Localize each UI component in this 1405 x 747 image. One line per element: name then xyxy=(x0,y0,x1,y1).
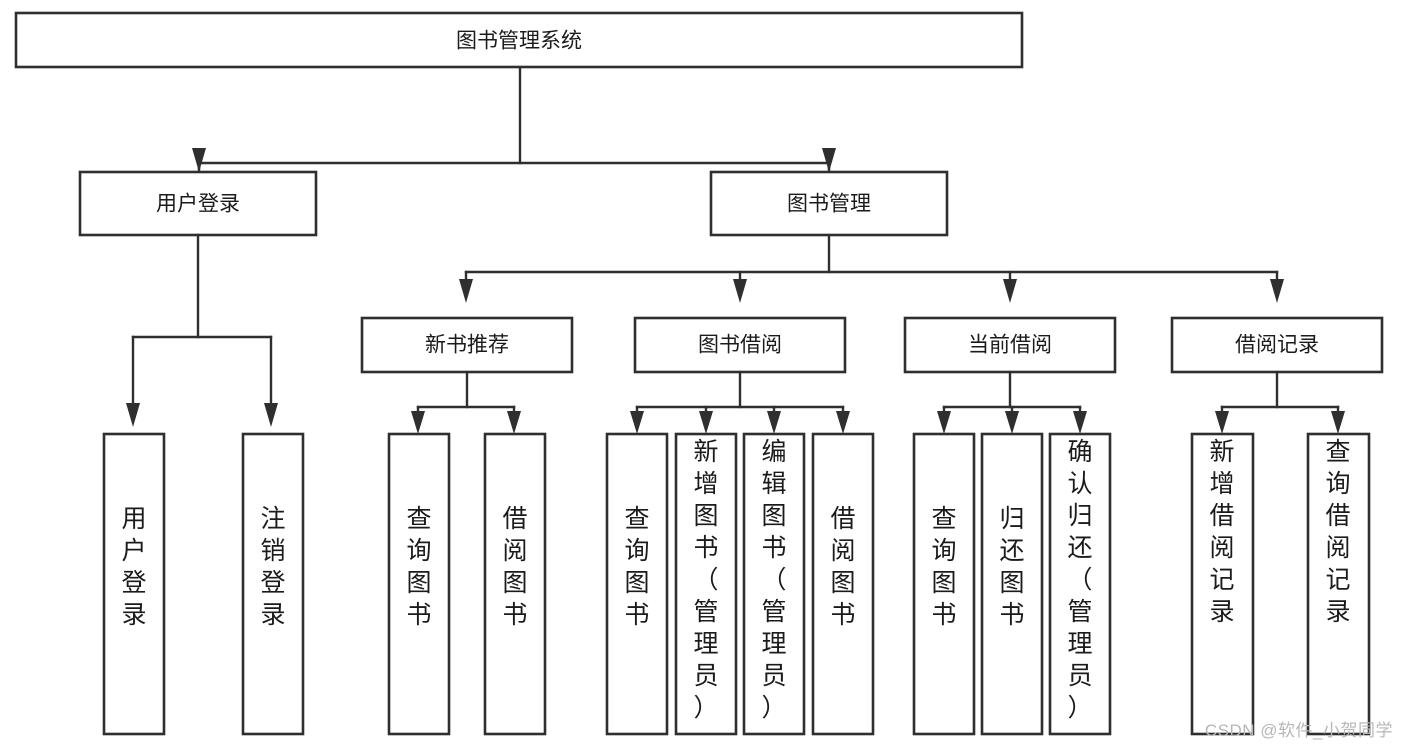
arrow-head-nb-borrow xyxy=(507,411,521,434)
leaf-bb-borrow-book-box[interactable] xyxy=(811,432,875,736)
arrow-head-borrow-record xyxy=(1270,279,1284,303)
leaf-bb-query-book-box[interactable] xyxy=(605,432,669,736)
leaf-cb-return-book-label: 归还图书 xyxy=(999,505,1024,629)
node-new-book-recommend-box[interactable] xyxy=(360,316,574,374)
leaf-bb-borrow-book-label: 借阅图书 xyxy=(830,505,855,629)
node-user-login-label: 用户登录 xyxy=(156,193,240,216)
leaf-bb-edit-book-box[interactable] xyxy=(742,432,806,736)
leaf-nb-borrow-book-box[interactable] xyxy=(483,432,547,736)
leaf-logout[interactable]: 注销登录 xyxy=(241,432,305,736)
arrow-head-cb-confirm xyxy=(1073,411,1087,434)
leaf-nb-query-book[interactable]: 查询图书 xyxy=(387,432,451,736)
node-current-borrow[interactable]: 当前借阅 xyxy=(903,316,1117,374)
arrow-head-current-borrow xyxy=(1003,279,1017,303)
arrow-head-bb-query xyxy=(630,411,644,434)
leaf-bb-add-book-label: 新增图书（管理员） xyxy=(693,438,718,722)
arrow-head-leaf-logout xyxy=(264,403,278,427)
leaf-user-login-label: 用户登录 xyxy=(121,505,146,629)
leaf-cb-confirm-return-box[interactable] xyxy=(1048,432,1112,736)
connector-group-book-management xyxy=(459,233,1284,303)
arrow-head-cb-query xyxy=(937,411,951,434)
node-root[interactable]: 图书管理系统 xyxy=(14,11,1024,69)
leaf-bb-add-book[interactable]: 新增图书（管理员） xyxy=(674,432,738,736)
leaf-nb-borrow-book-label: 借阅图书 xyxy=(502,505,527,629)
leaf-nb-borrow-book[interactable]: 借阅图书 xyxy=(483,432,547,736)
leaf-bb-query-book-label: 查询图书 xyxy=(624,505,649,629)
leaf-br-add-record[interactable]: 新增借阅记录 xyxy=(1190,432,1255,736)
csdn-watermark: CSDN @软件_小贺同学 xyxy=(1204,721,1393,740)
node-new-book-recommend-label: 新书推荐 xyxy=(425,334,509,357)
connector-group-current-borrow xyxy=(937,370,1087,434)
leaf-cb-query-book-label: 查询图书 xyxy=(931,505,956,629)
connector-group-book-borrow xyxy=(630,370,850,434)
leaf-logout-box[interactable] xyxy=(241,432,305,736)
node-book-borrow-box[interactable] xyxy=(633,316,847,374)
leaf-br-query-record[interactable]: 查询借阅记录 xyxy=(1306,432,1371,736)
node-book-management-box[interactable] xyxy=(709,170,949,237)
arrow-head-br-query xyxy=(1331,411,1345,434)
leaf-cb-query-book[interactable]: 查询图书 xyxy=(912,432,976,736)
node-new-book-recommend[interactable]: 新书推荐 xyxy=(360,316,574,374)
node-root-label: 图书管理系统 xyxy=(456,30,582,53)
leaf-cb-return-book-box[interactable] xyxy=(980,432,1044,736)
leaf-bb-edit-book-label: 编辑图书（管理员） xyxy=(761,438,786,722)
leaf-cb-confirm-return[interactable]: 确认归还（管理员） xyxy=(1048,432,1112,736)
leaf-br-query-record-label: 查询借阅记录 xyxy=(1325,438,1350,626)
node-book-management[interactable]: 图书管理 xyxy=(709,170,949,237)
node-user-login[interactable]: 用户登录 xyxy=(78,170,318,237)
connector-group-new-book-recommend xyxy=(411,370,521,434)
node-borrow-record-label: 借阅记录 xyxy=(1235,334,1319,357)
arrow-head-br-add xyxy=(1215,411,1229,434)
leaf-logout-label: 注销登录 xyxy=(260,505,285,629)
connector-group-borrow-record xyxy=(1215,370,1345,434)
leaf-user-login-box[interactable] xyxy=(102,432,166,736)
leaf-cb-return-book[interactable]: 归还图书 xyxy=(980,432,1044,736)
node-current-borrow-label: 当前借阅 xyxy=(968,334,1052,357)
arrow-head-bb-edit xyxy=(767,411,781,434)
leaf-bb-borrow-book[interactable]: 借阅图书 xyxy=(811,432,875,736)
node-book-borrow-label: 图书借阅 xyxy=(698,334,782,357)
arrow-head-leaf-user-login xyxy=(126,403,140,427)
leaf-br-add-record-label: 新增借阅记录 xyxy=(1209,438,1234,626)
leaf-cb-confirm-return-label: 确认归还（管理员） xyxy=(1067,438,1092,722)
node-current-borrow-box[interactable] xyxy=(903,316,1117,374)
node-book-management-label: 图书管理 xyxy=(787,193,871,216)
connector-group-user-login xyxy=(126,233,278,427)
leaf-bb-query-book[interactable]: 查询图书 xyxy=(605,432,669,736)
leaf-user-login[interactable]: 用户登录 xyxy=(102,432,166,736)
arrow-head-bb-borrow xyxy=(836,411,850,434)
arrow-head-bb-add xyxy=(699,411,713,434)
node-book-borrow[interactable]: 图书借阅 xyxy=(633,316,847,374)
arrow-head-nb-query xyxy=(411,411,425,434)
leaf-nb-query-book-label: 查询图书 xyxy=(406,505,431,629)
leaf-nb-query-book-box[interactable] xyxy=(387,432,451,736)
arrow-head-cb-return xyxy=(1005,411,1019,434)
leaf-br-add-record-box[interactable] xyxy=(1190,432,1255,736)
connector-group-root xyxy=(192,65,836,173)
leaf-cb-query-book-box[interactable] xyxy=(912,432,976,736)
arrow-head-user-login xyxy=(192,148,206,172)
leaf-bb-edit-book[interactable]: 编辑图书（管理员） xyxy=(742,432,806,736)
node-root-box[interactable] xyxy=(14,11,1024,69)
node-borrow-record-box[interactable] xyxy=(1170,316,1384,374)
leaf-br-query-record-box[interactable] xyxy=(1306,432,1371,736)
arrow-head-book-borrow xyxy=(733,279,747,303)
arrow-head-new-book xyxy=(459,279,473,303)
node-borrow-record[interactable]: 借阅记录 xyxy=(1170,316,1384,374)
arrow-head-book-mgmt xyxy=(822,148,836,172)
leaf-bb-add-book-box[interactable] xyxy=(674,432,738,736)
